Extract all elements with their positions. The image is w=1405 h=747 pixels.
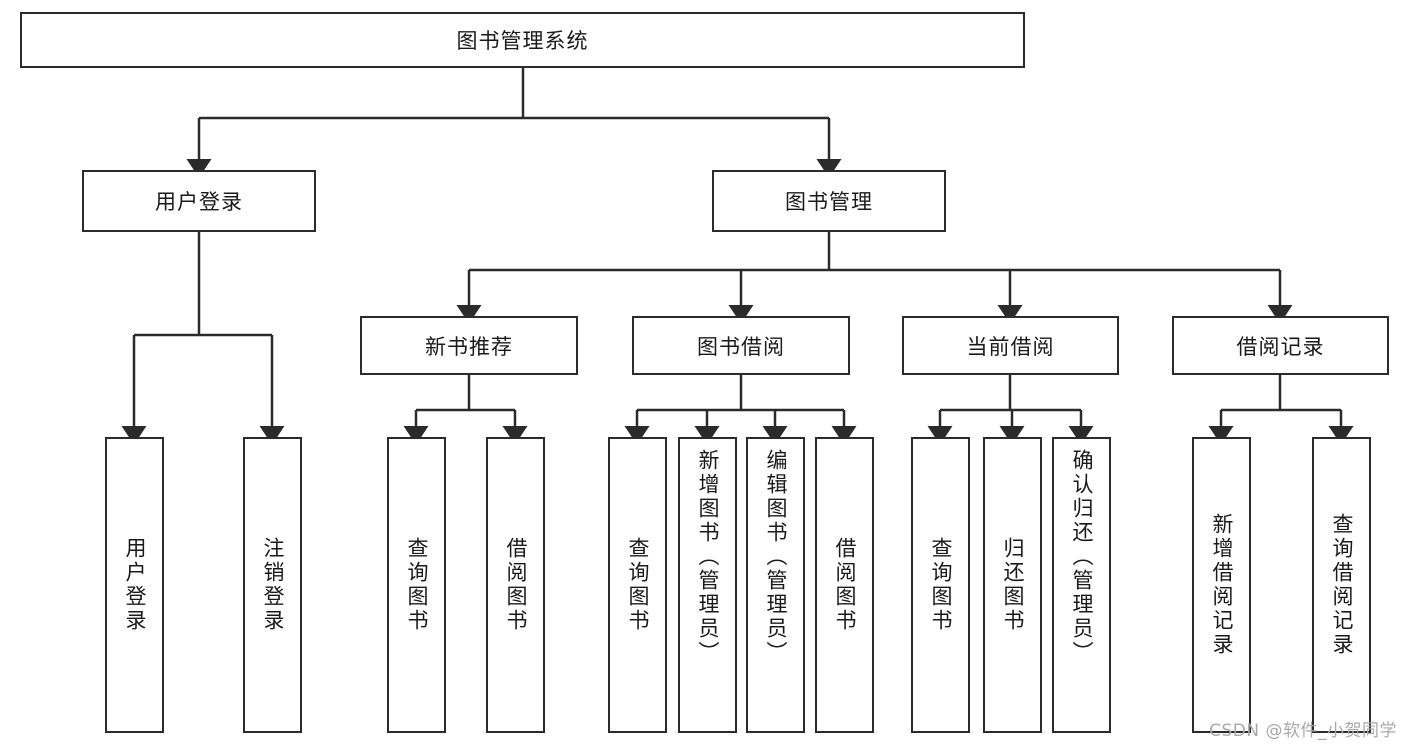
- node-leaf-add-book-admin[interactable]: 新增图书（管理员）: [678, 437, 737, 733]
- csdn-watermark: CSDN @软件_小贺同学: [1209, 721, 1397, 741]
- node-label: 查询图书: [405, 537, 429, 633]
- node-label: 新增借阅记录: [1210, 513, 1234, 657]
- node-label: 图书管理系统: [456, 29, 589, 53]
- node-label: 确认归还（管理员）: [1070, 449, 1094, 665]
- node-user-login[interactable]: 用户登录: [82, 170, 316, 232]
- node-label: 用户登录: [155, 190, 243, 214]
- node-leaf-return-book[interactable]: 归还图书: [983, 437, 1042, 733]
- node-leaf-edit-book-admin[interactable]: 编辑图书（管理员）: [746, 437, 805, 733]
- node-leaf-query-borrow-record[interactable]: 查询借阅记录: [1312, 437, 1371, 733]
- node-label: 用户登录: [123, 537, 147, 633]
- node-new-book-recommend[interactable]: 新书推荐: [360, 316, 578, 375]
- node-book-manage[interactable]: 图书管理: [712, 170, 946, 232]
- node-label: 查询图书: [626, 537, 650, 633]
- node-leaf-borrow-book-recommend[interactable]: 借阅图书: [486, 437, 545, 733]
- node-leaf-user-login[interactable]: 用户登录: [105, 437, 164, 733]
- node-label: 查询借阅记录: [1330, 513, 1354, 657]
- node-label: 查询图书: [929, 537, 953, 633]
- node-label: 借阅图书: [833, 537, 857, 633]
- node-leaf-query-book-recommend[interactable]: 查询图书: [387, 437, 446, 733]
- node-label: 新增图书（管理员）: [696, 449, 720, 665]
- node-label: 当前借阅: [966, 334, 1055, 359]
- node-leaf-add-borrow-record[interactable]: 新增借阅记录: [1192, 437, 1251, 733]
- node-label: 归还图书: [1001, 537, 1025, 633]
- node-borrow-record[interactable]: 借阅记录: [1172, 316, 1389, 375]
- node-leaf-query-book-borrow[interactable]: 查询图书: [608, 437, 667, 733]
- node-label: 新书推荐: [425, 334, 513, 359]
- node-label: 图书借阅: [697, 334, 785, 359]
- node-label: 编辑图书（管理员）: [764, 449, 788, 665]
- node-label: 借阅图书: [504, 537, 528, 633]
- node-leaf-borrow-book[interactable]: 借阅图书: [815, 437, 874, 733]
- node-label: 注销登录: [261, 537, 285, 633]
- node-label: 借阅记录: [1236, 334, 1325, 359]
- node-leaf-logout[interactable]: 注销登录: [243, 437, 302, 733]
- node-root-system[interactable]: 图书管理系统: [20, 12, 1025, 68]
- node-current-borrow[interactable]: 当前借阅: [902, 316, 1119, 375]
- node-leaf-query-book-current[interactable]: 查询图书: [911, 437, 970, 733]
- node-leaf-confirm-return-admin[interactable]: 确认归还（管理员）: [1052, 437, 1111, 733]
- node-label: 图书管理: [785, 190, 873, 214]
- node-book-borrow[interactable]: 图书借阅: [632, 316, 850, 375]
